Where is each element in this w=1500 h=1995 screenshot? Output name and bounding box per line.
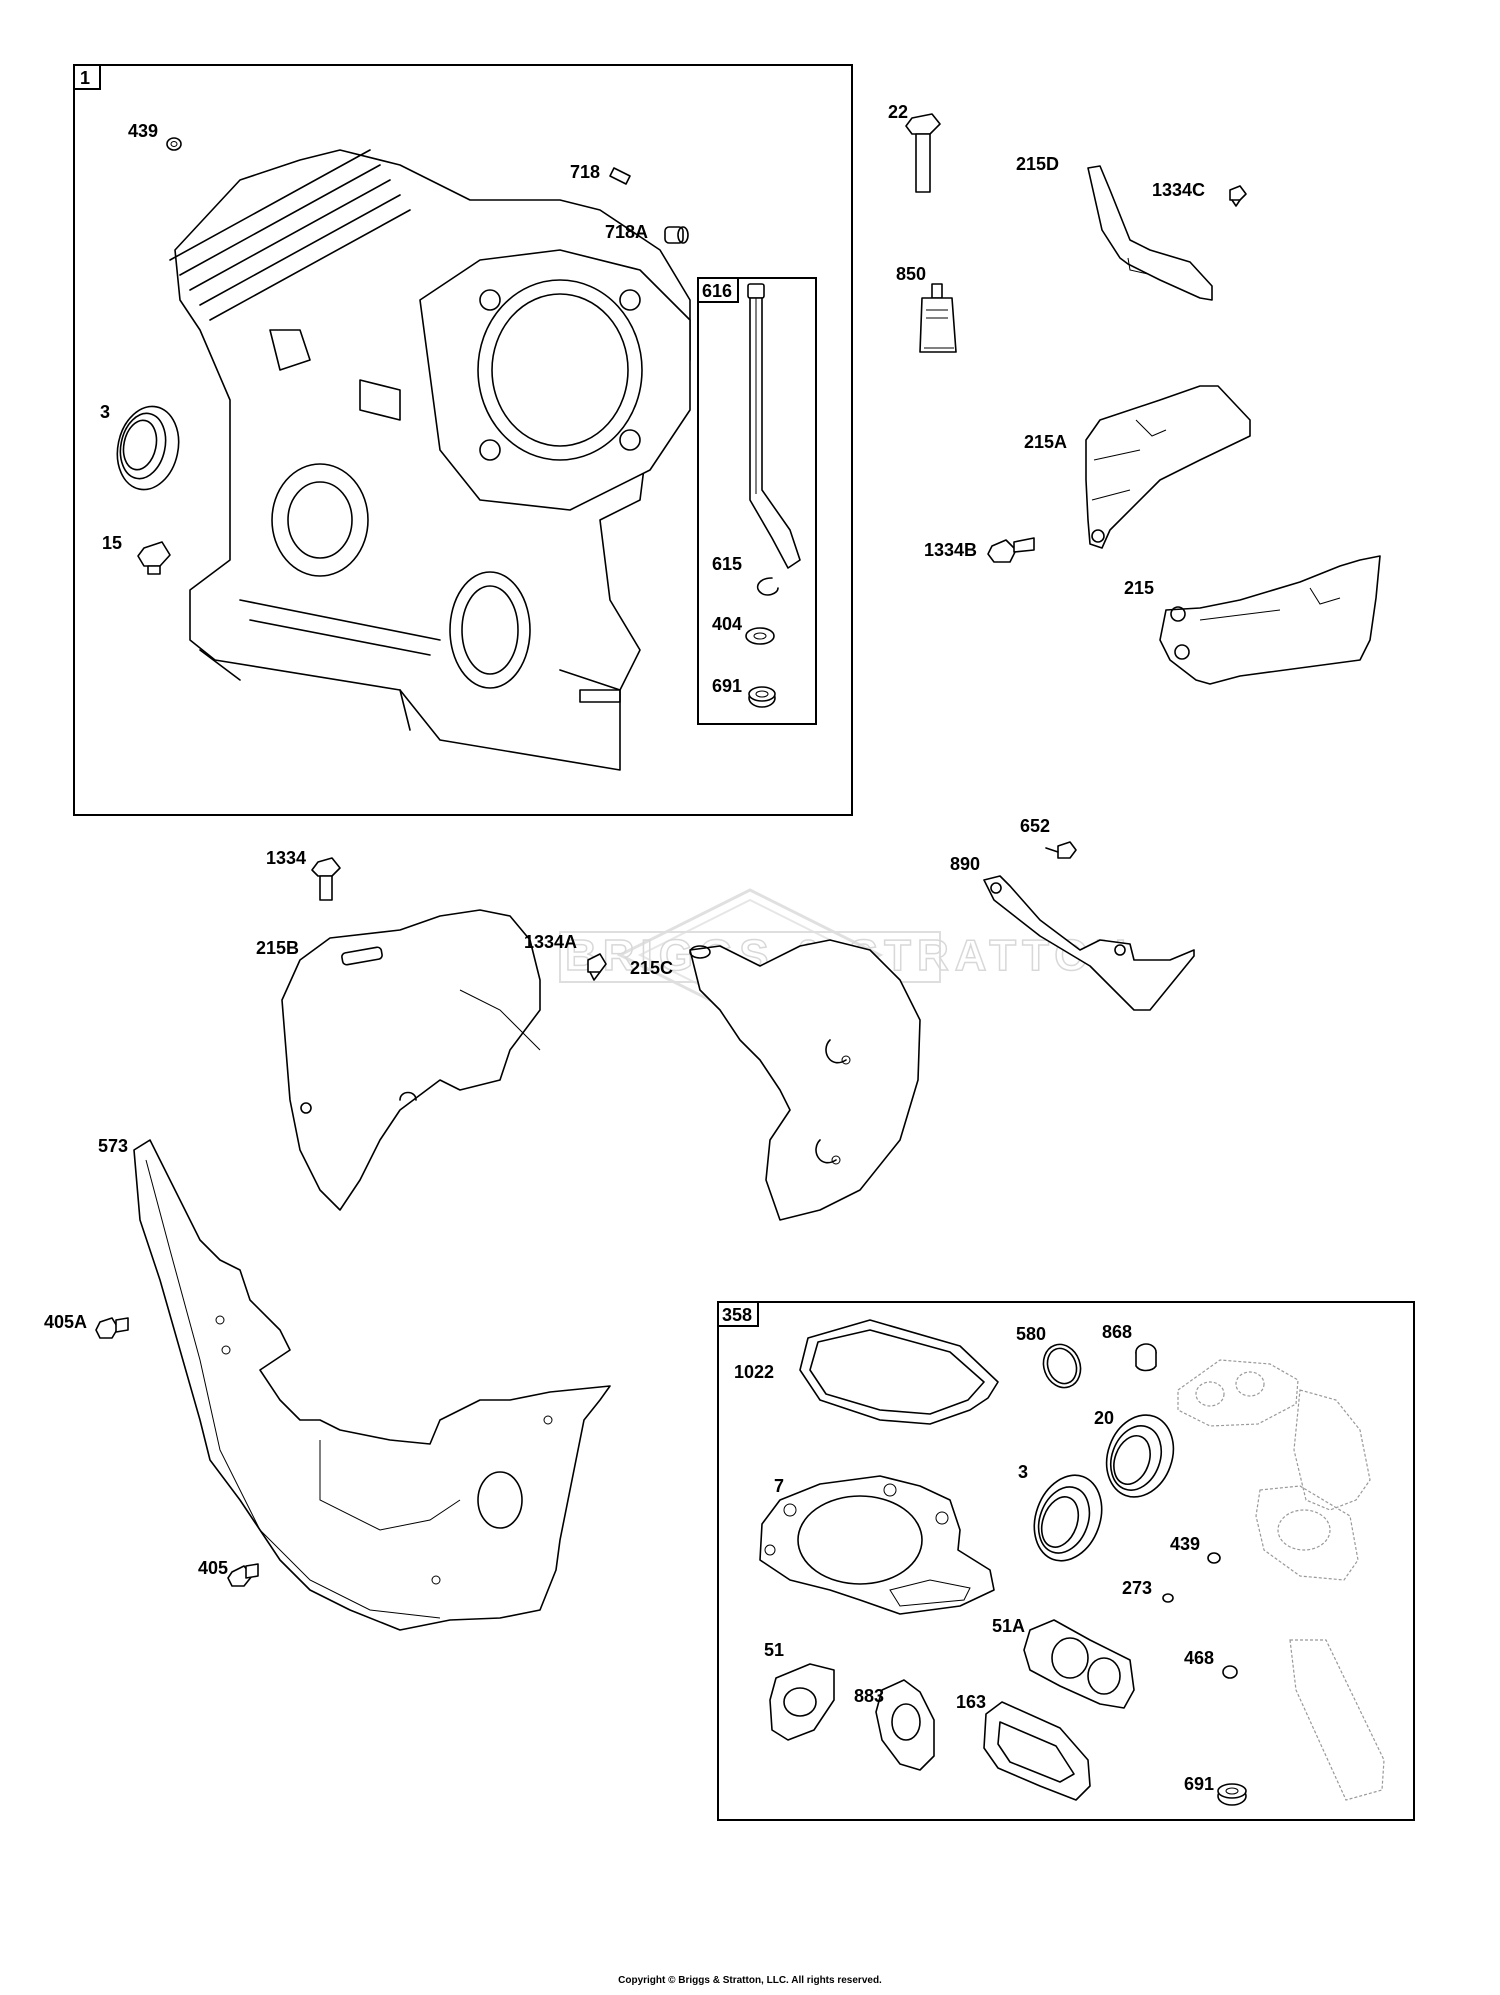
label-3: 3 <box>100 402 110 422</box>
part-215A-shroud[interactable] <box>1085 385 1251 549</box>
part-1334C-screw[interactable] <box>1229 185 1247 207</box>
label-718A: 718A <box>605 222 648 242</box>
label-439-kit: 439 <box>1170 1534 1200 1554</box>
part-573-baffle[interactable] <box>133 1139 611 1631</box>
part-404-washer[interactable] <box>745 627 775 645</box>
label-215D: 215D <box>1016 154 1059 174</box>
part-215C-shroud[interactable] <box>689 939 921 1221</box>
engine-block-group: 1 4 <box>73 64 853 816</box>
part-615-clip[interactable] <box>756 577 779 596</box>
label-691: 691 <box>712 676 742 696</box>
part-51A-gasket[interactable] <box>1023 1619 1135 1709</box>
label-1334A: 1334A <box>524 932 577 952</box>
label-51: 51 <box>764 1640 784 1660</box>
part-405A-screw[interactable] <box>95 1317 129 1339</box>
part-3-oil-seal-kit[interactable] <box>1023 1466 1113 1571</box>
label-22: 22 <box>888 102 908 122</box>
label-405: 405 <box>198 1558 228 1578</box>
part-718A-sleeve[interactable] <box>664 226 689 244</box>
label-691-kit: 691 <box>1184 1774 1214 1794</box>
label-215: 215 <box>1124 578 1154 598</box>
part-1334-screw[interactable] <box>311 857 341 901</box>
part-22-bolt[interactable] <box>905 113 941 193</box>
label-890: 890 <box>950 854 980 874</box>
label-1022: 1022 <box>734 1362 774 1382</box>
gasket-kit-group: 358 1022 580 868 20 <box>717 1301 1415 1821</box>
label-163: 163 <box>956 1692 986 1712</box>
part-868-valve-seal[interactable] <box>1135 1343 1157 1372</box>
label-883: 883 <box>854 1686 884 1706</box>
part-468-washer[interactable] <box>1222 1665 1238 1679</box>
part-163-gasket[interactable] <box>983 1701 1091 1801</box>
label-273: 273 <box>1122 1578 1152 1598</box>
label-215A: 215A <box>1024 432 1067 452</box>
engine-block-tag: 1 <box>80 68 90 88</box>
label-652: 652 <box>1020 816 1050 836</box>
label-215C: 215C <box>630 958 673 978</box>
part-1022-gasket[interactable] <box>799 1319 999 1425</box>
part-215D-bracket[interactable] <box>1087 165 1213 301</box>
part-3-oil-seal[interactable] <box>110 401 186 496</box>
label-615: 615 <box>712 554 742 574</box>
label-573: 573 <box>98 1136 128 1156</box>
part-580-o-ring[interactable] <box>1038 1339 1087 1393</box>
part-215B-shroud[interactable] <box>281 909 541 1211</box>
part-1334B-screw[interactable] <box>987 537 1035 563</box>
part-883-gasket[interactable] <box>875 1679 935 1771</box>
label-7: 7 <box>774 1476 784 1496</box>
label-51A: 51A <box>992 1616 1025 1636</box>
dipstick-kit-group: 616 615 404 691 <box>697 277 817 725</box>
part-273-washer[interactable] <box>1162 1593 1174 1603</box>
part-439-washer[interactable] <box>166 137 182 151</box>
part-718-pin[interactable] <box>609 167 631 185</box>
gasket-kit-tag: 358 <box>722 1305 752 1325</box>
part-51-gasket[interactable] <box>769 1663 835 1741</box>
part-1334A-screw[interactable] <box>587 953 607 981</box>
label-405A: 405A <box>44 1312 87 1332</box>
label-20: 20 <box>1094 1408 1114 1428</box>
label-850: 850 <box>896 264 926 284</box>
part-15-drain-plug[interactable] <box>137 541 171 575</box>
part-850-sealant-tube[interactable] <box>919 283 957 353</box>
label-1334C: 1334C <box>1152 180 1205 200</box>
part-405-screw[interactable] <box>227 1563 259 1587</box>
label-868: 868 <box>1102 1322 1132 1342</box>
part-616-dipstick-tube[interactable] <box>747 283 801 569</box>
label-3-kit: 3 <box>1018 1462 1028 1482</box>
label-718: 718 <box>570 162 600 182</box>
part-439-washer-kit[interactable] <box>1207 1552 1221 1564</box>
label-15: 15 <box>102 533 122 553</box>
label-580: 580 <box>1016 1324 1046 1344</box>
label-404: 404 <box>712 614 742 634</box>
part-7-head-gasket[interactable] <box>759 1475 995 1615</box>
part-691-seal[interactable] <box>748 686 776 708</box>
copyright-notice: Copyright © Briggs & Stratton, LLC. All … <box>618 1975 882 1986</box>
engine-block-part[interactable] <box>169 149 691 771</box>
dipstick-kit-tag: 616 <box>702 281 732 301</box>
part-20-oil-seal[interactable] <box>1096 1406 1185 1507</box>
label-439: 439 <box>128 121 158 141</box>
part-215-shroud[interactable] <box>1159 555 1381 685</box>
label-215B: 215B <box>256 938 299 958</box>
reference-gaskets <box>1177 1359 1385 1801</box>
part-652-screw[interactable] <box>1045 841 1077 859</box>
label-468: 468 <box>1184 1648 1214 1668</box>
part-691-seal-kit[interactable] <box>1217 1783 1247 1806</box>
label-1334: 1334 <box>266 848 306 868</box>
label-1334B: 1334B <box>924 540 977 560</box>
part-890-bracket[interactable] <box>983 875 1195 1011</box>
